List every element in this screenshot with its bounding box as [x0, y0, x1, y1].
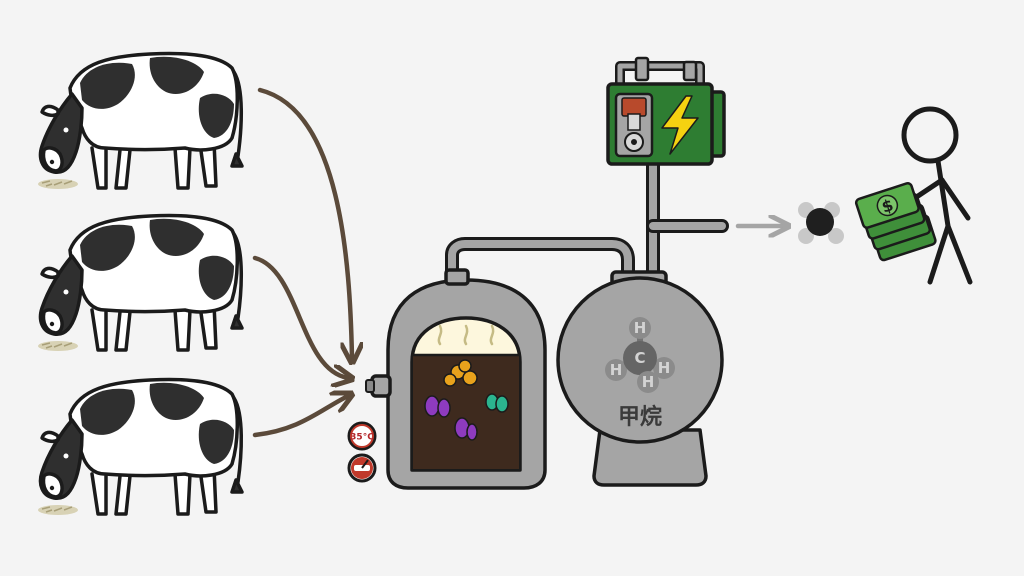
arrow-middle-cow — [252, 255, 348, 378]
methane-atom-h1: H — [634, 319, 647, 337]
cow-top — [36, 51, 244, 191]
microbes-teal — [485, 393, 509, 413]
methane-molecule-faded: C H H H H — [605, 317, 675, 393]
pressure-gauge — [347, 453, 377, 483]
arrow-top-cow — [257, 87, 352, 358]
microbes-purple — [424, 395, 478, 441]
temperature-gauge: 35°C — [347, 421, 377, 451]
cow-middle — [36, 213, 244, 353]
methane-label: 甲烷 — [618, 404, 662, 430]
methane-atom-c: C — [634, 349, 645, 367]
methane-molecule — [798, 202, 844, 244]
digester-tank — [365, 268, 547, 490]
methane-storage-tank: C H H H H 甲烷 — [556, 270, 724, 487]
methane-atom-h4: H — [642, 373, 655, 391]
temperature-reading: 35°C — [350, 433, 374, 443]
microbes-orange — [443, 359, 478, 387]
money-stack-icon: $ — [854, 182, 937, 262]
stick-figure — [901, 106, 973, 285]
dollar-sign: $ — [879, 195, 895, 217]
generator — [606, 56, 726, 166]
cow-bottom — [36, 377, 244, 517]
methane-atom-h2: H — [610, 361, 623, 379]
methane-atom-h3: H — [658, 359, 671, 377]
gas-pipes — [445, 162, 729, 288]
arrow-bottom-cow — [252, 396, 348, 438]
lightning-icon — [661, 95, 699, 155]
slurry — [413, 355, 519, 469]
